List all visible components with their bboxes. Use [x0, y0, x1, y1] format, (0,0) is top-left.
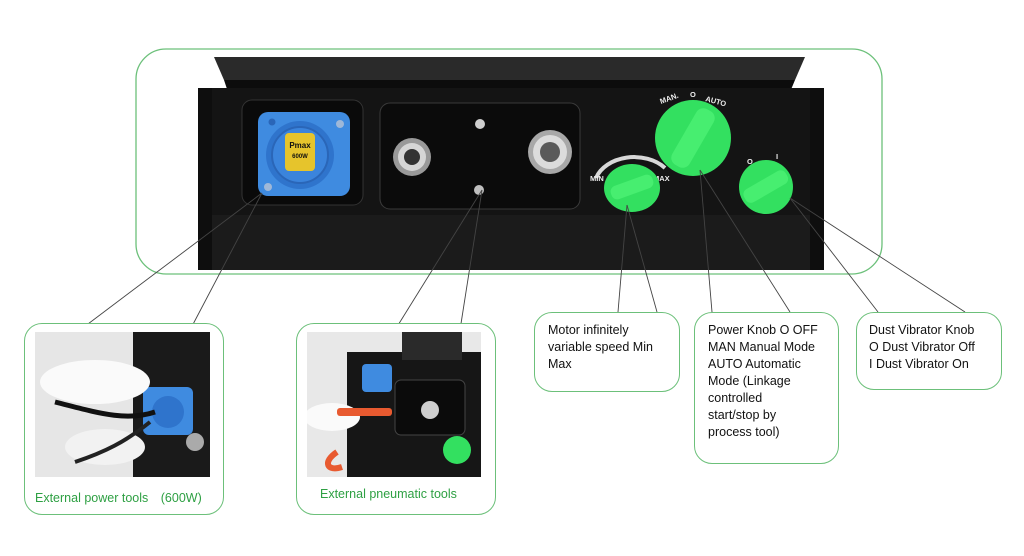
plate-screw-top	[475, 119, 485, 129]
callout-dust-vibrator-text: Dust Vibrator Knob O Dust Vibrator Off I…	[869, 323, 975, 371]
callout-power-knob	[694, 312, 839, 464]
vibrator-on-label: I	[776, 152, 778, 161]
pneumatic-tools-photo	[307, 332, 481, 477]
speed-knob-icon	[604, 164, 660, 212]
callout-motor-speed-text: Motor infinitely variable speed Min Max	[548, 323, 653, 371]
socket-rating-label: 600W	[292, 154, 308, 160]
caption-pneumatic-tools: External pneumatic tools	[320, 487, 457, 501]
callout-dust-vibrator	[856, 312, 1002, 390]
power-socket-icon	[258, 112, 350, 196]
vibrator-off-label: O	[747, 157, 753, 166]
power-off-label: O	[690, 90, 696, 99]
pneumatic-plate	[379, 102, 581, 210]
panel-lower-strip	[203, 215, 823, 270]
panel-highlight-outline	[135, 48, 883, 275]
power-knob-icon	[655, 100, 731, 176]
panel-side-right	[810, 88, 824, 270]
air-connector-icon	[393, 130, 572, 176]
panel-side-left	[198, 88, 212, 270]
speed-min-label: MIN	[590, 174, 604, 183]
callout-power-knob-text: Power Knob O OFF MAN Manual Mode AUTO Au…	[708, 323, 818, 439]
panel-top-lid	[214, 57, 805, 80]
caption-power-tools: External power tools (600W)	[35, 491, 202, 505]
callout-motor-speed	[534, 312, 680, 392]
leader-lines	[79, 169, 966, 331]
vibrator-knob-icon	[739, 160, 793, 214]
socket-brand-label: Pmax	[289, 141, 311, 150]
speed-max-label: MAX	[653, 174, 670, 183]
power-tools-photo	[35, 332, 210, 477]
plate-screw-bottom	[474, 185, 484, 195]
speed-scale-arc	[594, 155, 667, 179]
